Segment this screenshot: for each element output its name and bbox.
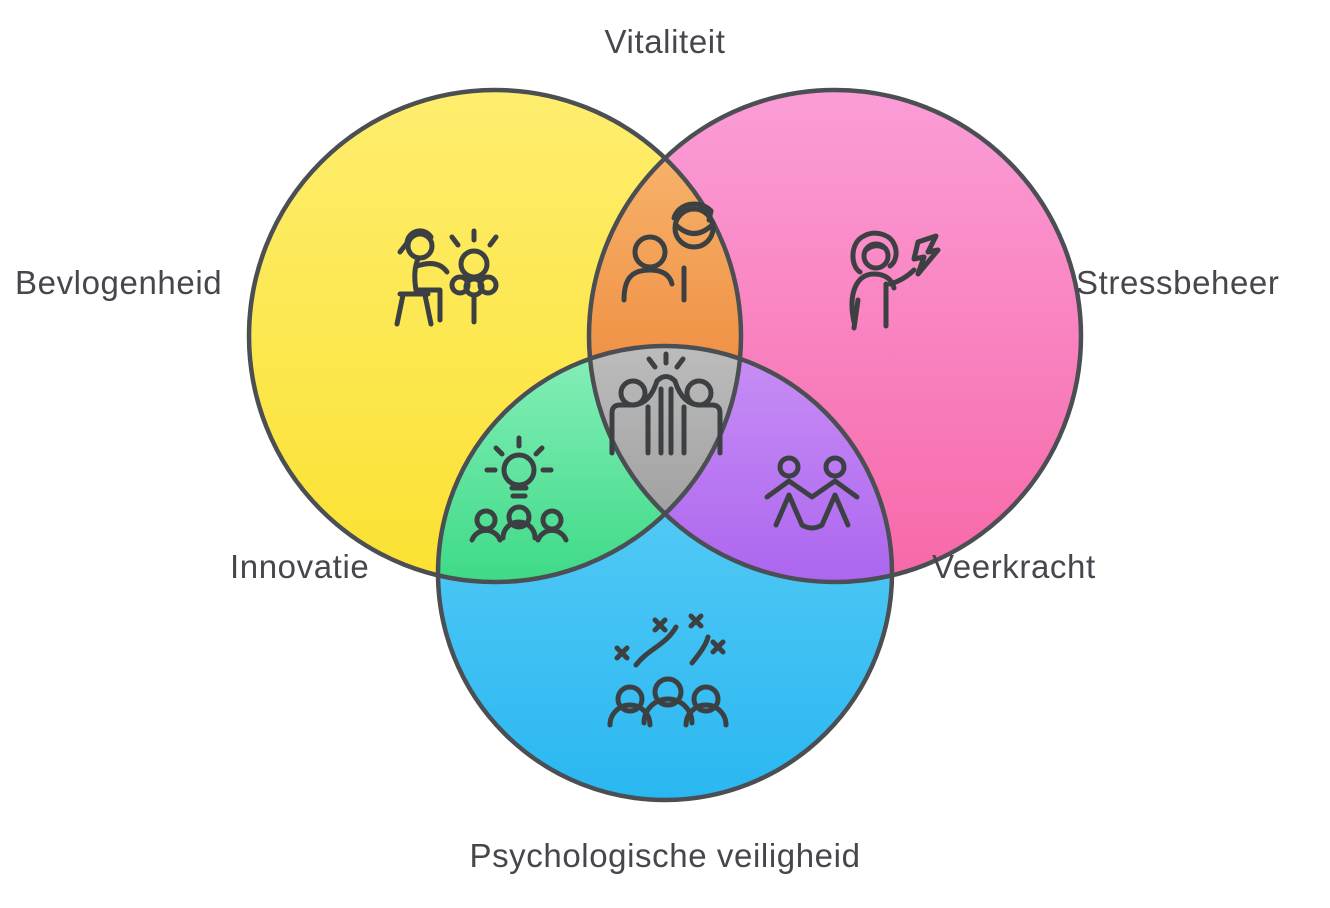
person-globe-renewal-icon	[621, 201, 716, 303]
two-people-holding-hands-icon	[764, 455, 860, 531]
label-vitaliteit: Vitaliteit	[604, 23, 726, 60]
label-bevlogenheid: Bevlogenheid	[15, 264, 223, 301]
circle-psychologische-veiligheid-outline	[435, 343, 895, 803]
high-five-icon	[609, 351, 723, 456]
circle-bevlogenheid-outline	[246, 87, 744, 585]
label-innovatie: Innovatie	[230, 548, 370, 585]
person-with-lightning-icon	[849, 230, 941, 331]
label-psychologische-veiligheid: Psychologische veiligheid	[469, 837, 861, 874]
lightbulb-team-icon	[469, 435, 569, 543]
label-veerkracht: Veerkracht	[932, 548, 1096, 585]
circle-stressbeheer-outline	[586, 87, 1084, 585]
label-stressbeheer: Stressbeheer	[1076, 264, 1280, 301]
mentoring-person-flower-icon	[394, 228, 499, 327]
celebrating-group-icon	[607, 613, 729, 728]
